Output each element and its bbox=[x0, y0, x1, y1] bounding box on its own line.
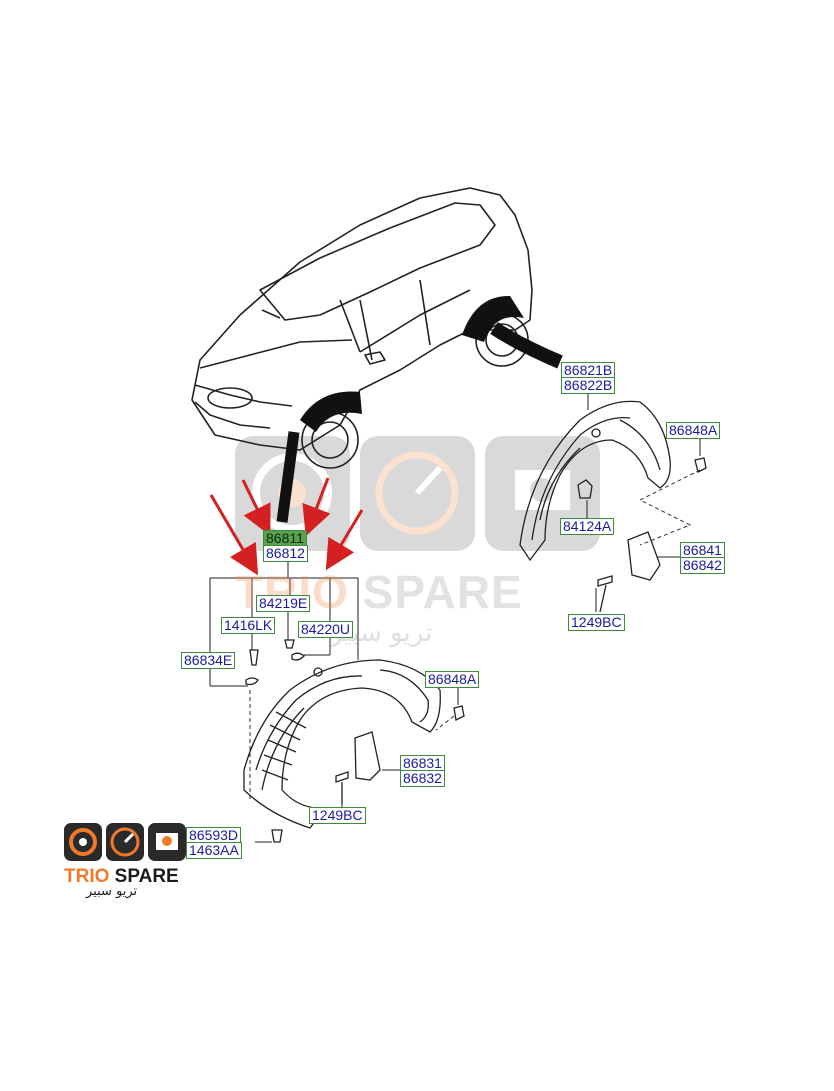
part-label-1249bc-rear[interactable]: 1249BC bbox=[568, 614, 625, 631]
front-wheel-liner bbox=[243, 639, 465, 843]
logo-brand: TRIO SPARE bbox=[64, 866, 179, 887]
part-label-1416lk[interactable]: 1416LK bbox=[221, 617, 276, 634]
part-label-86821b[interactable]: 86821B bbox=[561, 362, 616, 379]
part-label-86848a-rear[interactable]: 86848A bbox=[666, 422, 721, 439]
logo-arabic: تريو سبير bbox=[86, 884, 138, 899]
part-label-86822b[interactable]: 86822B bbox=[561, 377, 616, 394]
part-label-84220u[interactable]: 84220U bbox=[298, 621, 354, 638]
watermark-brand: TRIO SPARE bbox=[235, 566, 523, 618]
logo-icons bbox=[64, 823, 186, 861]
part-label-1463aa[interactable]: 1463AA bbox=[186, 842, 242, 859]
part-label-86831[interactable]: 86831 bbox=[400, 755, 445, 772]
rear-leader-lines bbox=[586, 392, 701, 612]
part-label-86848a-front[interactable]: 86848A bbox=[425, 671, 480, 688]
part-label-86593d[interactable]: 86593D bbox=[186, 827, 242, 844]
part-label-84219e[interactable]: 84219E bbox=[256, 595, 311, 612]
red-arrows bbox=[209, 477, 364, 576]
rear-dashed-lines bbox=[638, 469, 701, 546]
part-label-86812[interactable]: 86812 bbox=[263, 545, 308, 562]
part-label-86842[interactable]: 86842 bbox=[680, 557, 725, 574]
part-label-86832[interactable]: 86832 bbox=[400, 770, 445, 787]
front-dashed-lines bbox=[249, 690, 455, 800]
part-label-84124a[interactable]: 84124A bbox=[560, 518, 615, 535]
wheel-arch-highlights bbox=[276, 295, 563, 523]
part-label-1249bc-front[interactable]: 1249BC bbox=[309, 807, 366, 824]
rear-wheel-liner bbox=[519, 400, 707, 613]
part-label-86834e[interactable]: 86834E bbox=[181, 652, 236, 669]
front-leader-lines bbox=[209, 561, 459, 843]
